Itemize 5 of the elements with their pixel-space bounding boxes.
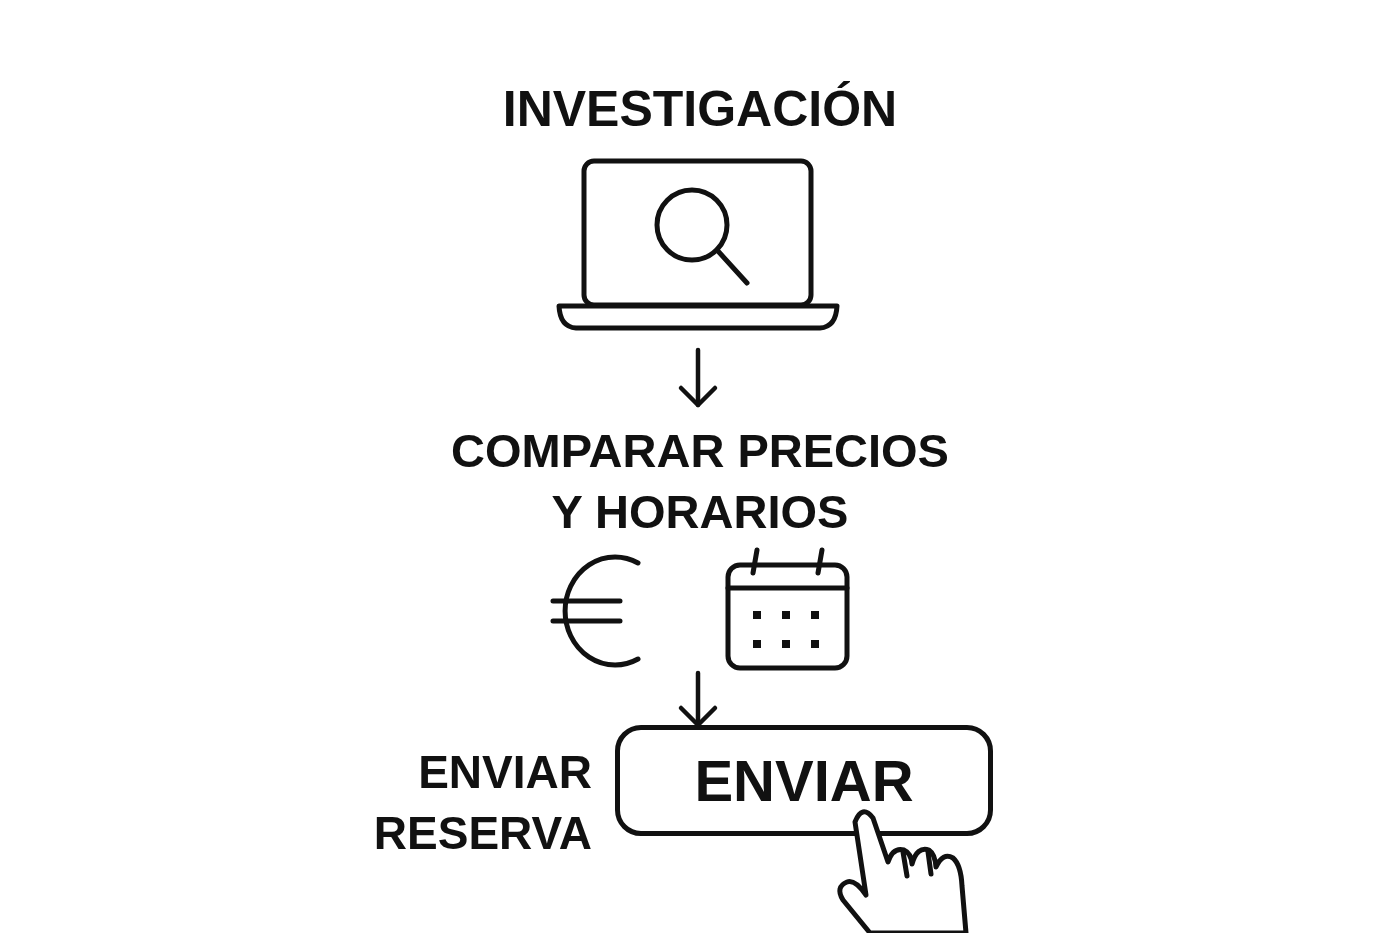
step-label: ENVIAR RESERVA <box>372 745 592 861</box>
step-heading: COMPARAR PRECIOS Y HORARIOS <box>450 423 950 540</box>
step-heading: INVESTIGACIÓN <box>501 80 899 139</box>
arrow <box>678 347 718 408</box>
submit-button: ENVIAR <box>615 725 993 836</box>
